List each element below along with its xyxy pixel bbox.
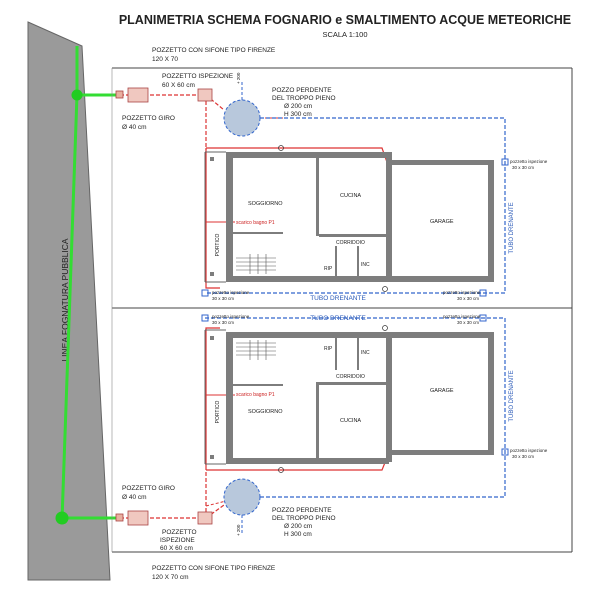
pz-ispezione-bottom-tl bbox=[201, 314, 209, 322]
blue-drain-network-bottom bbox=[205, 317, 506, 535]
top-pz-right-l1: pozzetto ispezione bbox=[510, 159, 548, 164]
top-pz-right-l2: 30 x 30 cm bbox=[512, 165, 534, 170]
pozzetto-ispezione-top bbox=[197, 88, 213, 102]
top-sifone-label: POZZETTO CON SIFONE TIPO FIRENZE bbox=[152, 47, 276, 54]
pozzetto-giro-bottom bbox=[115, 513, 124, 522]
top-perdente-l1: POZZO PERDENTE bbox=[272, 87, 332, 94]
top-tubo-right: TUBO DRENANTE bbox=[509, 202, 515, 253]
top-perdente-l3: Ø 200 cm bbox=[284, 103, 312, 110]
bottom-level-mark: + 200 bbox=[236, 524, 241, 536]
top-ispezione-label: POZZETTO ISPEZIONE bbox=[162, 73, 234, 80]
bottom-scarico-label: scarico bagno P1 bbox=[236, 392, 275, 398]
bottom-room-portico: PORTICO bbox=[215, 401, 221, 424]
top-room-rip: RIP bbox=[324, 266, 333, 272]
bottom-perdente-l2: DEL TROPPO PIENO bbox=[272, 515, 336, 522]
bottom-ispezione-l2: ISPEZIONE bbox=[160, 537, 195, 544]
bottom-pz-right-l1: pozzetto ispezione bbox=[510, 448, 548, 453]
bottom-pz-tr-l2: 30 x 30 cm bbox=[457, 320, 479, 325]
bottom-room-garage: GARAGE bbox=[430, 388, 454, 394]
top-pz-br-l1: pozzetto ispezione bbox=[443, 290, 481, 295]
pz-ispezione-top-br bbox=[479, 289, 487, 297]
pozzetto-sifone-top bbox=[127, 87, 149, 103]
pozzo-perdente-top bbox=[223, 99, 261, 137]
bottom-giro-size: Ø 40 cm bbox=[122, 494, 147, 501]
top-pz-br-l2: 30 x 30 cm bbox=[457, 296, 479, 301]
top-giro-label: POZZETTO GIRO bbox=[122, 115, 175, 122]
diagram-title: PLANIMETRIA SCHEMA FOGNARIO e SMALTIMENT… bbox=[119, 13, 571, 27]
top-room-corridoio: CORRIDOIO bbox=[336, 240, 365, 246]
bottom-room-rip: RIP bbox=[324, 346, 333, 352]
top-room-portico: PORTICO bbox=[215, 234, 221, 257]
bottom-sifone-label: POZZETTO CON SIFONE TIPO FIRENZE bbox=[152, 565, 276, 572]
bottom-pz-right-l2: 30 x 30 cm bbox=[512, 454, 534, 459]
house-bottom-walls bbox=[204, 325, 494, 473]
top-level-mark: + 200 bbox=[236, 72, 241, 84]
bottom-ispezione-size: 60 X 60 cm bbox=[160, 545, 193, 552]
bottom-pz-tr-l1: pozzetto ispezione bbox=[443, 314, 481, 319]
top-pz-bl-l2: 30 x 30 cm bbox=[212, 296, 234, 301]
top-room-soggiorno: SOGGIORNO bbox=[248, 201, 283, 207]
bottom-pz-tl-l2: 30 x 30 cm bbox=[212, 320, 234, 325]
top-room-wc: INC bbox=[361, 262, 370, 268]
bottom-room-soggiorno: SOGGIORNO bbox=[248, 409, 283, 415]
bottom-tubo-top: TUBO DRENANTE bbox=[310, 315, 366, 322]
bottom-pz-tl-l1: pozzetto ispezione bbox=[212, 314, 250, 319]
pz-ispezione-top-right bbox=[501, 158, 509, 166]
pz-ispezione-bottom-right bbox=[501, 448, 509, 456]
bottom-room-wc: INC bbox=[361, 350, 370, 356]
house-top-walls bbox=[204, 145, 494, 292]
bottom-tubo-right: TUBO DRENANTE bbox=[509, 370, 515, 421]
public-sewer-label: LINEA FOGNATURA PUBBLICA bbox=[60, 238, 70, 361]
pozzetto-sifone-bottom bbox=[127, 510, 149, 526]
top-sifone-size: 120 X 70 bbox=[152, 56, 178, 63]
pozzetto-ispezione-bottom bbox=[197, 511, 213, 525]
bottom-perdente-l4: H 300 cm bbox=[284, 531, 312, 538]
bottom-perdente-l1: POZZO PERDENTE bbox=[272, 507, 332, 514]
junction-bottom-node bbox=[55, 511, 69, 525]
bottom-room-cucina: CUCINA bbox=[340, 418, 361, 424]
bottom-giro-label: POZZETTO GIRO bbox=[122, 485, 175, 492]
blue-drain-network-top bbox=[205, 82, 506, 294]
top-scarico-label: scarico bagno P1 bbox=[236, 220, 275, 226]
pozzo-perdente-bottom bbox=[223, 478, 261, 516]
pozzetto-giro-top bbox=[115, 90, 124, 99]
top-room-cucina: CUCINA bbox=[340, 193, 361, 199]
bottom-room-corridoio: CORRIDOIO bbox=[336, 374, 365, 380]
bottom-perdente-l3: Ø 200 cm bbox=[284, 523, 312, 530]
pz-ispezione-bottom-tr bbox=[479, 314, 487, 322]
top-tubo-bottom: TUBO DRENANTE bbox=[310, 295, 366, 302]
junction-top-node bbox=[71, 89, 83, 101]
top-perdente-l4: H 300 cm bbox=[284, 111, 312, 118]
top-ispezione-size: 60 X 60 cm bbox=[162, 82, 195, 89]
top-pz-bl-l1: pozzetto ispezione bbox=[212, 290, 250, 295]
pz-ispezione-top-bl bbox=[201, 289, 209, 297]
top-giro-size: Ø 40 cm bbox=[122, 124, 147, 131]
bottom-sifone-size: 120 X 70 cm bbox=[152, 574, 189, 581]
bottom-ispezione-l1: POZZETTO bbox=[162, 529, 197, 536]
top-perdente-l2: DEL TROPPO PIENO bbox=[272, 95, 336, 102]
diagram-scale: SCALA 1:100 bbox=[322, 30, 367, 39]
top-room-garage: GARAGE bbox=[430, 219, 454, 225]
